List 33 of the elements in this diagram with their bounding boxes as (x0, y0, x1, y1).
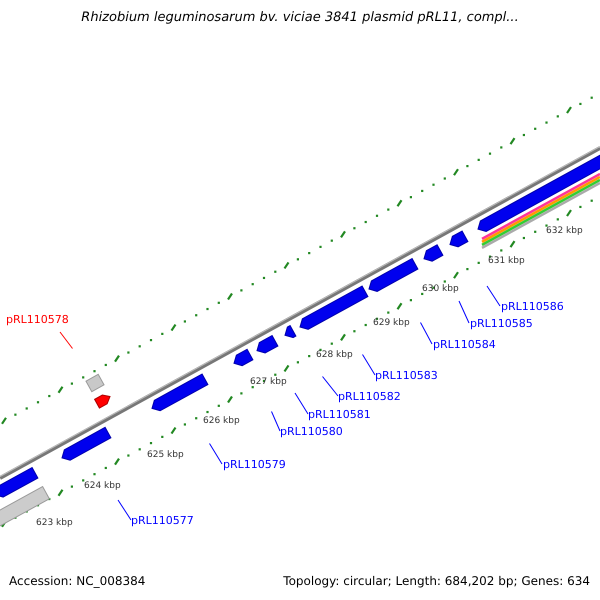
gene-label: pRL110584 (433, 338, 496, 351)
leader-line (118, 500, 132, 520)
gene-label: pRL110586 (501, 300, 564, 313)
leader-line (458, 300, 470, 324)
scale-label: 627 kbp (250, 377, 287, 387)
gene-label: pRL110579 (223, 458, 286, 471)
leader-line (294, 392, 308, 414)
gene-label: pRL110578 (6, 313, 69, 326)
gene-label: pRL110577 (131, 514, 194, 527)
leader-line (420, 322, 432, 344)
scale-label: 625 kbp (147, 450, 184, 460)
gene-label: pRL110585 (470, 317, 533, 330)
leader-line (209, 443, 222, 464)
scale-label: 626 kbp (203, 416, 240, 426)
leader-line (60, 332, 73, 349)
leader-line (486, 286, 500, 306)
scale-label: 631 kbp (488, 256, 525, 266)
scale-label: 630 kbp (422, 284, 459, 294)
gene-label: pRL110581 (308, 408, 371, 421)
gene-label: pRL110580 (280, 425, 343, 438)
leader-line (362, 354, 376, 376)
footer-text: Topology: circular; Length: 684,202 bp; Genes: 634 (283, 574, 590, 588)
gene-label: pRL110582 (338, 390, 401, 403)
scale-label: 628 kbp (316, 350, 353, 360)
scale-label: 629 kbp (373, 318, 410, 328)
gene-label: pRL110583 (375, 369, 438, 382)
title: Rhizobium leguminosarum bv. viciae 3841 plasmid pRL11, compl... (80, 10, 520, 25)
leader-line (322, 376, 338, 396)
footer-text: Accession: NC_008384 (9, 574, 146, 588)
leader-line (271, 411, 280, 432)
scale-label: 624 kbp (84, 481, 121, 491)
scale-label: 623 kbp (36, 518, 73, 528)
scale-label: 632 kbp (546, 226, 583, 236)
